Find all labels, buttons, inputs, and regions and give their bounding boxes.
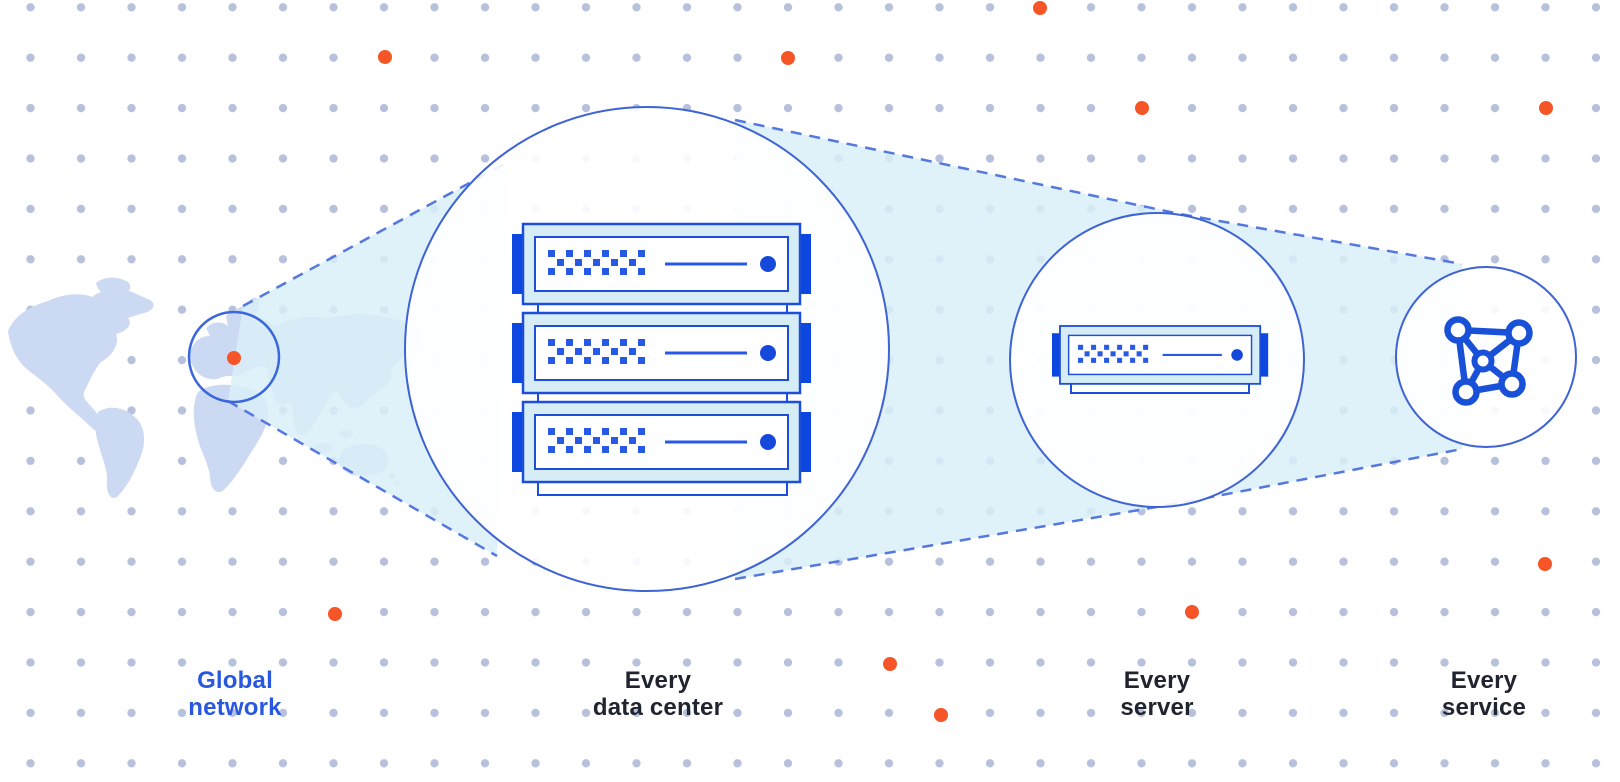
mesh-network-icon: [1444, 316, 1533, 406]
server-unit-icon: [1050, 324, 1270, 394]
label-line: Global: [197, 667, 273, 694]
server-unit-1: [510, 222, 813, 306]
label-line: Every: [1450, 667, 1518, 694]
server-rack-icon: [510, 222, 813, 496]
beam-dashed-lines: [227, 118, 1463, 581]
label-line: Every: [1123, 667, 1191, 694]
highlight-dots: [328, 1, 1553, 722]
stage-label-every-data-center: Every data center: [498, 667, 818, 721]
stage-label-every-server: Every server: [997, 667, 1317, 721]
label-line: network: [188, 694, 282, 721]
stage-label-global-network: Global network: [75, 667, 395, 721]
map-magnifier: [187, 310, 281, 404]
label-line: Every: [624, 667, 692, 694]
label-line: server: [1120, 694, 1194, 721]
label-line: data center: [592, 694, 724, 721]
label-line: service: [1441, 694, 1527, 721]
server-unit-2: [510, 311, 813, 395]
server-unit-3: [510, 400, 813, 484]
stage-label-every-service: Every service: [1324, 667, 1620, 721]
location-marker-dot: [227, 351, 241, 365]
